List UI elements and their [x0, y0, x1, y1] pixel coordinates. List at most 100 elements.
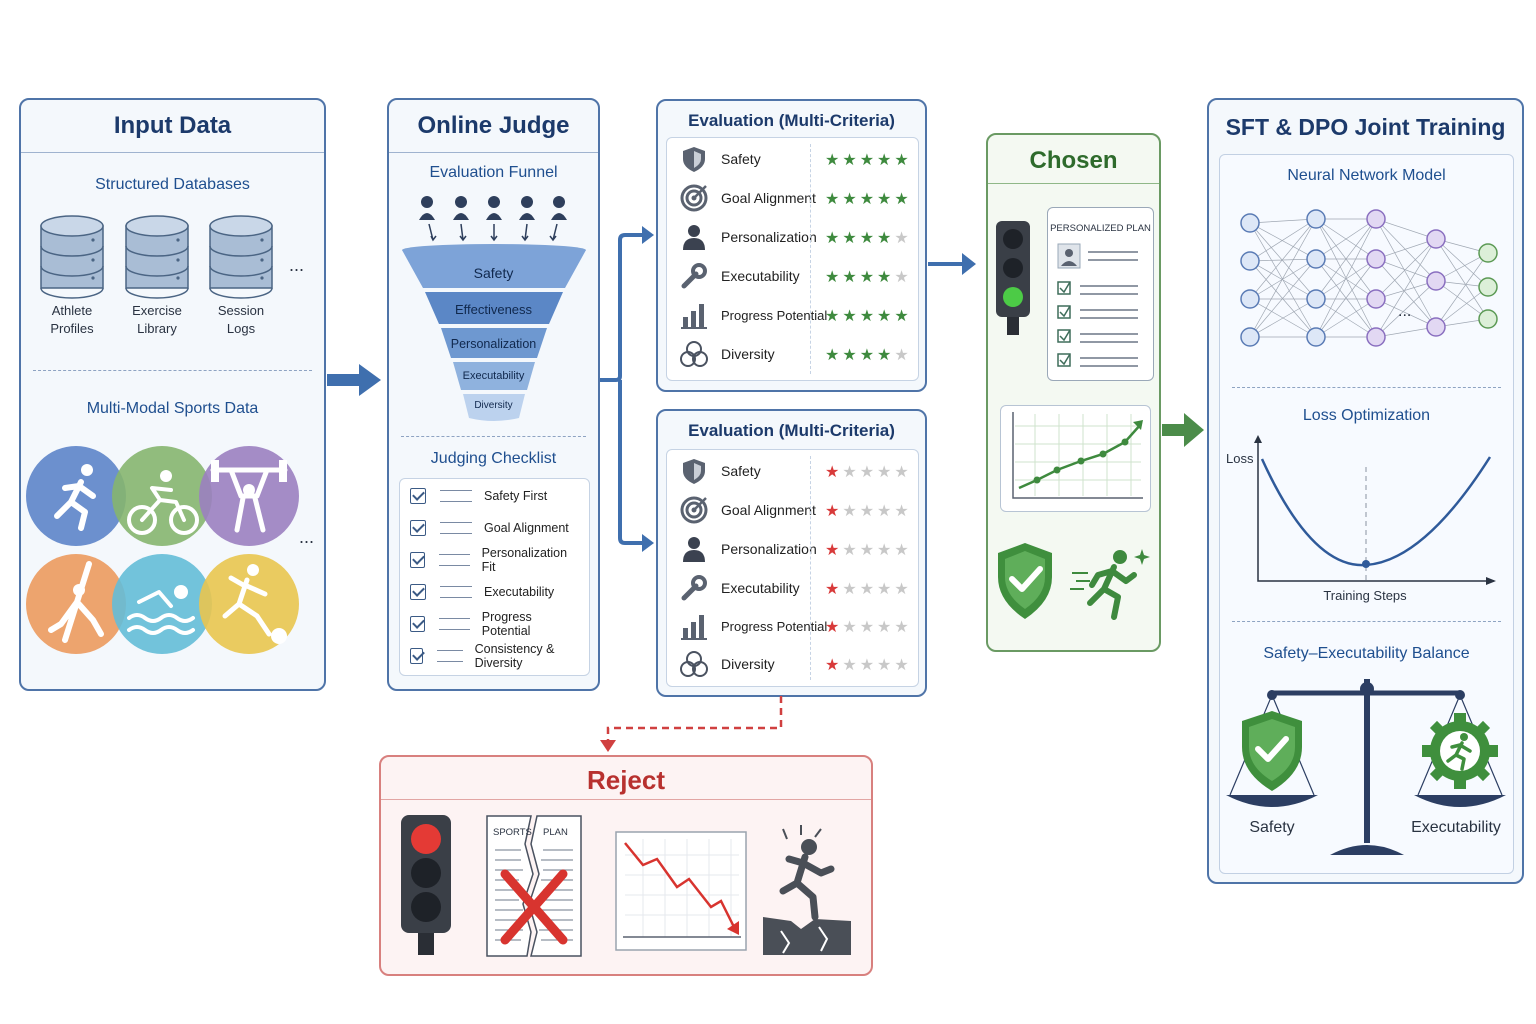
star-filled-icon: ★ — [825, 152, 843, 169]
criterion-label: Progress Potential — [721, 618, 828, 634]
checklist-item: Consistency & Diversity — [410, 642, 579, 670]
star-filled-icon: ★ — [825, 347, 843, 364]
chosen-title: Chosen — [1029, 147, 1118, 174]
target-icon — [679, 183, 709, 213]
star-filled-icon: ★ — [842, 347, 860, 364]
running-icon — [54, 464, 96, 531]
lines-icon — [439, 618, 470, 630]
plan-contents — [1057, 243, 1138, 367]
star-empty-icon: ★ — [842, 503, 860, 520]
criterion-row: Progress Potential — [679, 296, 906, 334]
doc-label-right: PLAN — [543, 827, 568, 838]
star-filled-icon: ★ — [825, 581, 843, 598]
funnel-level-diversity — [463, 394, 525, 421]
criterion-row: Executability — [679, 569, 906, 607]
db-label-session: Session Logs — [210, 302, 272, 338]
shield-check-icon — [1242, 711, 1302, 791]
checklist-label: Goal Alignment — [484, 521, 569, 535]
plan-checklist — [1057, 281, 1071, 367]
wrench-icon — [679, 261, 709, 291]
arrow-eval-to-chosen — [928, 253, 976, 275]
star-empty-icon: ★ — [859, 503, 878, 520]
rating-stars: ★★★★★ — [825, 267, 912, 287]
bar-chart-icon — [679, 611, 709, 641]
arrow-input-to-judge — [327, 364, 381, 396]
shield-icon — [679, 456, 709, 486]
star-filled-icon: ★ — [825, 191, 843, 208]
person-icon — [679, 534, 709, 564]
star-filled-icon: ★ — [877, 347, 895, 364]
personalized-plan-card: PERSONALIZED PLAN — [1047, 207, 1154, 381]
wrench-icon — [679, 573, 709, 603]
judging-checklist-title: Judging Checklist — [430, 450, 557, 467]
star-filled-icon: ★ — [842, 152, 860, 169]
torn-document-icon — [486, 815, 582, 957]
input-data-panel: Input Data Structured Databases ... Athl… — [19, 98, 326, 691]
yoga-icon — [48, 561, 104, 643]
online-judge-title: Online Judge — [417, 112, 570, 139]
checklist-label: Safety First — [484, 489, 548, 503]
star-filled-icon: ★ — [842, 191, 860, 208]
evaluation-top-list: Safety Goal Alignment Personalization Ex… — [666, 137, 919, 381]
star-filled-icon: ★ — [825, 230, 843, 247]
structured-databases-title: Structured Databases — [95, 176, 250, 193]
x-mark-icon — [500, 869, 568, 945]
star-filled-icon: ★ — [877, 308, 895, 325]
weightlifting-icon — [210, 460, 288, 533]
person-icon — [1065, 249, 1073, 257]
evaluation-bottom-title: Evaluation (Multi-Criteria) — [688, 421, 895, 440]
doc-label-left: SPORTS — [493, 827, 532, 838]
evaluation-bottom-panel: Evaluation (Multi-Criteria) Safety Goal … — [656, 409, 927, 697]
soccer-icon — [222, 564, 287, 644]
evaluation-funnel-title: Evaluation Funnel — [429, 164, 558, 181]
divider — [988, 183, 1159, 184]
star-empty-icon: ★ — [877, 542, 895, 559]
sports-ellipsis: ... — [299, 527, 315, 547]
checkbox-checked-icon — [410, 552, 426, 568]
sports-circles — [26, 446, 299, 654]
funnel-level-safety — [402, 250, 586, 288]
training-title: SFT & DPO Joint Training — [1225, 114, 1506, 140]
db-label-line2: Profiles — [50, 321, 94, 336]
criterion-row: Progress Potential — [679, 607, 906, 645]
arrow-judge-to-evaluations — [600, 226, 654, 552]
star-empty-icon: ★ — [894, 503, 912, 520]
checklist-label: Consistency & Diversity — [474, 642, 555, 670]
star-empty-icon: ★ — [842, 581, 860, 598]
funnel-level-personalization — [441, 328, 547, 358]
multimodal-title: Multi-Modal Sports Data — [86, 400, 259, 417]
gear-runner-icon — [1422, 713, 1498, 789]
criterion-label: Executability — [721, 268, 800, 284]
checklist-box: Safety First Goal Alignment Personalizat… — [399, 478, 590, 676]
neural-network-title: Neural Network Model — [1287, 167, 1446, 184]
db-label-line1: Session — [217, 303, 265, 318]
swimming-icon — [127, 585, 195, 635]
people-icons — [419, 196, 567, 220]
checklist-item: Progress Potential — [410, 610, 579, 638]
evaluation-bottom-list: Safety Goal Alignment Personalization Ex… — [666, 449, 919, 687]
star-empty-icon: ★ — [877, 581, 895, 598]
criterion-row: Executability — [679, 257, 906, 295]
rating-stars: ★★★★★ — [825, 228, 912, 248]
db-label-line2: Logs — [226, 321, 256, 336]
progress-chart-card — [1000, 405, 1151, 512]
divider — [1232, 621, 1501, 622]
star-empty-icon: ★ — [894, 269, 912, 286]
database-icon — [125, 215, 189, 299]
db-label-line1: Exercise — [132, 303, 182, 318]
shield-check-icon — [998, 543, 1052, 619]
people-arrows — [428, 223, 558, 242]
star-empty-icon: ★ — [877, 464, 895, 481]
runner-icon — [1070, 549, 1150, 620]
criterion-row: Safety — [679, 140, 906, 178]
star-filled-icon: ★ — [877, 191, 895, 208]
criterion-label: Executability — [721, 580, 800, 596]
divider — [21, 152, 324, 153]
star-empty-icon: ★ — [842, 464, 860, 481]
rating-stars: ★★★★★ — [825, 655, 912, 675]
star-empty-icon: ★ — [842, 619, 860, 636]
star-filled-icon: ★ — [859, 347, 878, 364]
lines-icon — [440, 490, 472, 502]
star-empty-icon: ★ — [842, 542, 860, 559]
column-divider — [810, 456, 811, 680]
